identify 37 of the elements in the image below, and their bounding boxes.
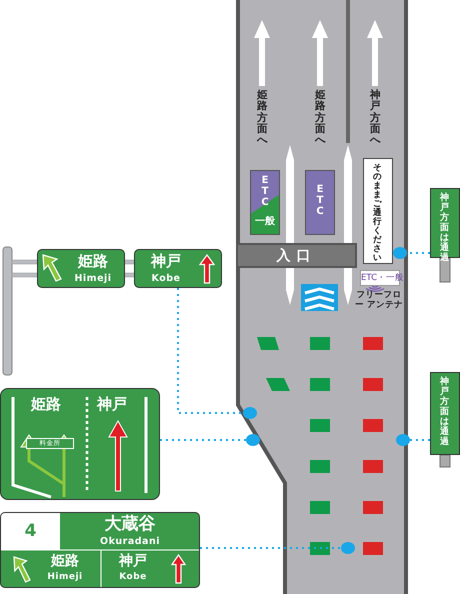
leader-line: [407, 252, 430, 254]
toll-booth: [250, 170, 280, 235]
sign-text: 神戸方面は通過: [440, 377, 450, 447]
sign-text: Okuradani: [99, 537, 161, 546]
lane-direction-text: 姫路方面へ: [257, 90, 268, 147]
sign-text: 神戸: [150, 254, 182, 269]
sign-text: 大蔵谷: [104, 516, 156, 533]
entrance-text: 入口: [275, 249, 318, 263]
road-sign: [134, 249, 222, 288]
booth-text: ETC: [315, 185, 325, 218]
sign-text: 姫路: [31, 397, 61, 412]
leader-line: [200, 547, 341, 549]
location-dot: [396, 434, 410, 446]
sign-text: Himeji: [73, 274, 113, 284]
notice-board: [363, 158, 393, 264]
sign-text: 神戸: [97, 397, 127, 412]
leader-line: [410, 439, 430, 441]
sign-text: Kobe: [150, 274, 182, 284]
sign-text: Himeji: [46, 573, 84, 582]
entrance-band: [236, 243, 357, 268]
lane-direction-text: 神戸方面へ: [370, 90, 380, 147]
sign-text: 姫路: [50, 554, 80, 568]
toll-booth: [305, 170, 335, 235]
location-dot: [246, 434, 260, 446]
exit-number: 4: [1, 513, 60, 550]
booth-text: 一般: [255, 217, 275, 227]
lane-direction-text: 姫路方面へ: [315, 90, 326, 147]
road-sign: [430, 372, 460, 455]
sign-text: 姫路: [76, 254, 109, 269]
road-sign: [37, 249, 125, 288]
sign-text: Kobe: [118, 573, 148, 582]
road-sign: [0, 512, 200, 588]
notice-text: そのままご通行ください: [373, 163, 382, 262]
leader-line: [177, 288, 243, 414]
antenna-label: フリーフロー アンテナ: [355, 290, 403, 310]
sign-text: 神戸: [118, 554, 148, 568]
leader-line: [160, 439, 246, 441]
